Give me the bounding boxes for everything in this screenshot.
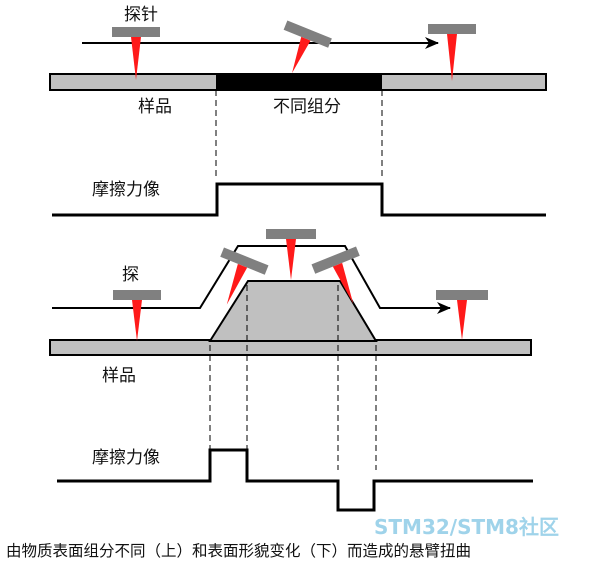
top-probe-label: 探针: [124, 5, 158, 25]
probe-icon: [283, 20, 332, 74]
top-region-label: 不同组分: [273, 97, 341, 117]
figure-caption: 由物质表面组分不同（上）和表面形貌变化（下）而造成的悬臂扭曲: [6, 542, 471, 560]
bottom-panel: 探 样品 摩擦力像: [49, 229, 533, 512]
top-friction-signal: [52, 182, 546, 217]
probe-icon: [436, 290, 488, 340]
watermark: STM32/STM8社区: [374, 515, 559, 539]
probe-icon: [311, 246, 360, 304]
probe-icon: [220, 247, 269, 305]
top-sample-label: 样品: [138, 97, 172, 117]
probe-icon: [266, 229, 316, 280]
bottom-signal-label: 摩擦力像: [92, 448, 160, 468]
probe-icon: [428, 24, 476, 81]
probe-icon: [113, 290, 161, 341]
bottom-sample-label: 样品: [102, 366, 136, 386]
top-signal-label: 摩擦力像: [92, 180, 160, 200]
probe-icon: [112, 27, 160, 80]
top-region-block: [216, 74, 382, 90]
top-panel: 探针 样品 不同组分 摩擦力像: [49, 5, 547, 217]
bottom-sample-bar: [49, 339, 532, 356]
bottom-probe-label: 探: [122, 265, 139, 285]
bottom-topography-bump: [208, 280, 378, 342]
bottom-friction-signal: [57, 448, 533, 512]
